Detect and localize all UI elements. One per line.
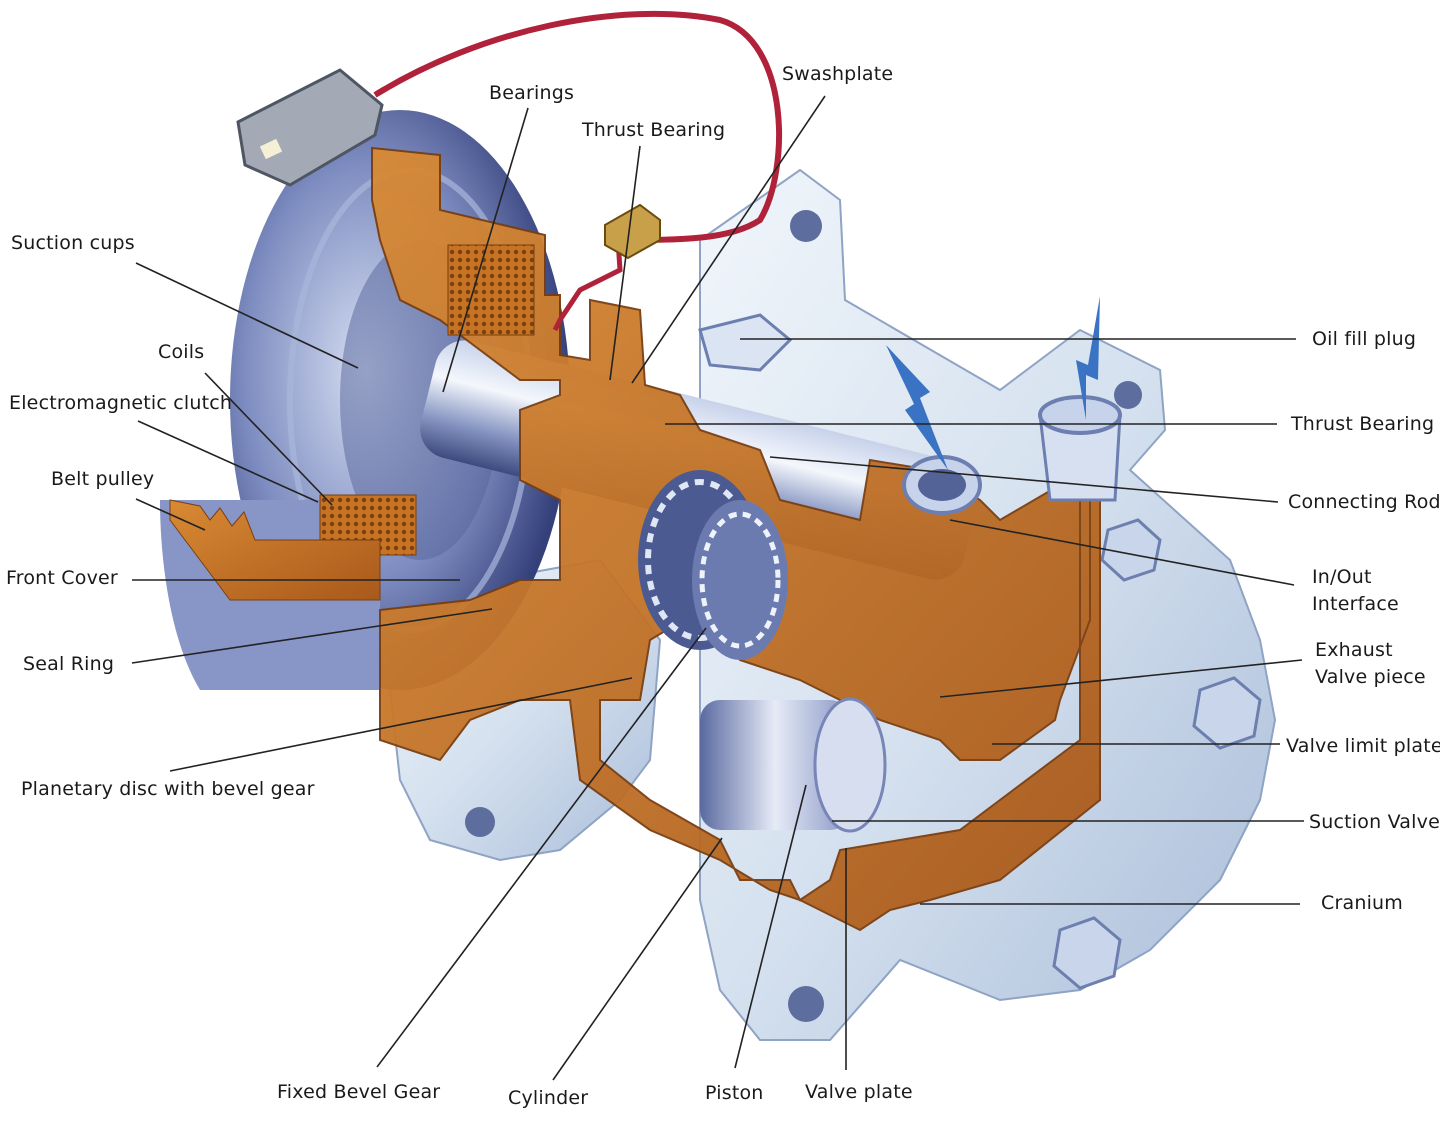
leader-bearings bbox=[442, 107, 529, 393]
leader-swashplate bbox=[631, 95, 826, 384]
label-thrust-bearing-right: Thrust Bearing bbox=[1291, 413, 1435, 435]
label-fixed-bevel-gear: Fixed Bevel Gear bbox=[277, 1081, 441, 1103]
label-swashplate: Swashplate bbox=[782, 63, 894, 85]
leader-thrust-bearing-top bbox=[609, 145, 641, 381]
label-cranium: Cranium bbox=[1321, 892, 1403, 914]
label-oil-fill-plug: Oil fill plug bbox=[1312, 328, 1417, 350]
label-planetary-disc: Planetary disc with bevel gear bbox=[21, 778, 315, 800]
label-belt-pulley: Belt pulley bbox=[51, 468, 155, 490]
label-seal-ring: Seal Ring bbox=[23, 653, 115, 675]
leader-cylinder bbox=[552, 837, 723, 1081]
label-exhaust-valve-piece: Exhaust Valve piece bbox=[1315, 637, 1426, 691]
label-front-cover: Front Cover bbox=[6, 567, 118, 589]
label-piston: Piston bbox=[705, 1082, 764, 1104]
clutch-connector bbox=[236, 10, 783, 332]
leader-exhaust-valve-piece bbox=[939, 659, 1303, 698]
leader-electromagnetic-clutch bbox=[137, 420, 319, 503]
leader-suction-cups bbox=[135, 262, 359, 369]
leader-coils bbox=[204, 372, 333, 506]
leader-planetary-disc bbox=[169, 677, 633, 772]
leader-lines bbox=[131, 95, 1304, 1081]
label-electromagnetic-clutch: Electromagnetic clutch bbox=[9, 392, 233, 414]
refrigerant-in-arrow bbox=[886, 345, 948, 470]
leader-fixed-bevel-gear bbox=[376, 627, 707, 1068]
label-exhaust-line1: Exhaust bbox=[1315, 639, 1393, 661]
label-coils: Coils bbox=[158, 341, 205, 363]
label-suction-valve: Suction Valve bbox=[1309, 811, 1440, 833]
label-bearings: Bearings bbox=[489, 82, 575, 104]
bevel-gear bbox=[638, 470, 788, 660]
label-in-out-line1: In/Out bbox=[1312, 566, 1372, 588]
leader-piston bbox=[734, 784, 807, 1069]
label-suction-cups: Suction cups bbox=[11, 232, 135, 254]
leader-in-out-interface bbox=[949, 519, 1295, 586]
label-cylinder: Cylinder bbox=[508, 1087, 589, 1109]
label-exhaust-line2: Valve piece bbox=[1315, 666, 1426, 688]
label-valve-plate: Valve plate bbox=[805, 1081, 913, 1103]
leader-connecting-rod bbox=[769, 456, 1279, 503]
label-thrust-bearing-top: Thrust Bearing bbox=[582, 119, 726, 141]
label-valve-limit-plate: Valve limit plate bbox=[1286, 735, 1440, 757]
label-in-out-interface: In/Out Interface bbox=[1312, 564, 1399, 618]
label-connecting-rod: Connecting Rod bbox=[1288, 491, 1440, 513]
refrigerant-out-arrow bbox=[1076, 296, 1100, 420]
leader-belt-pulley bbox=[135, 498, 206, 531]
piston-graphic bbox=[700, 697, 887, 833]
label-in-out-line2: Interface bbox=[1312, 593, 1399, 615]
leader-seal-ring bbox=[131, 608, 493, 664]
